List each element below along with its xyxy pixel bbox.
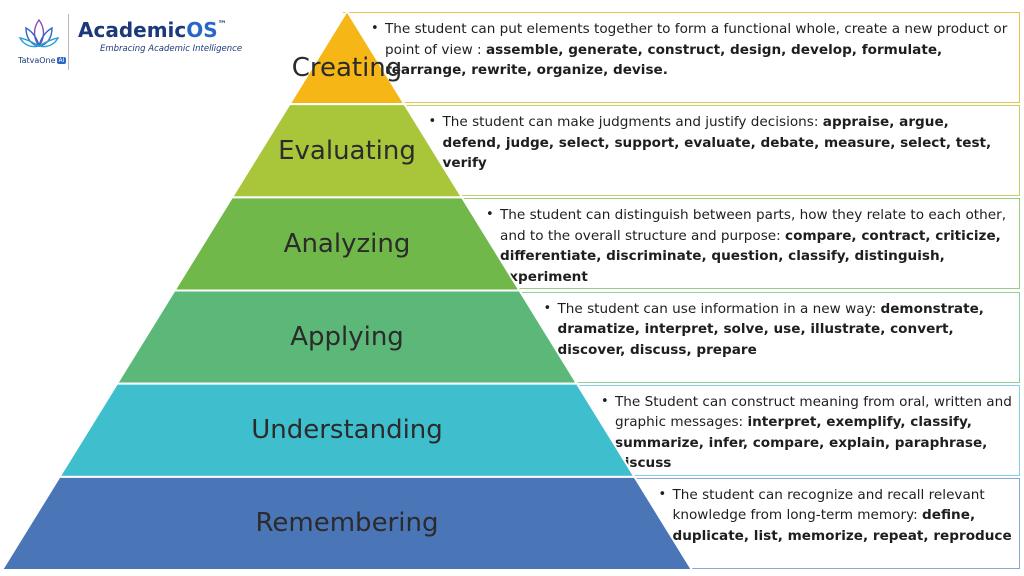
lotus-icon	[18, 18, 60, 48]
level-action-verbs: assemble, generate, construct, design, d…	[385, 41, 943, 79]
level-description: The Student can construct meaning from o…	[615, 392, 1012, 474]
bullet-point: •	[543, 300, 552, 316]
level-description-box	[343, 12, 1020, 104]
level-description-intro: The Student can construct meaning from o…	[615, 393, 1012, 431]
pyramid-level-band	[0, 475, 694, 571]
level-label: Analyzing	[283, 228, 411, 259]
level-description-box	[515, 291, 1020, 383]
logo-divider	[68, 14, 69, 70]
level-description: The student can make judgments and justi…	[443, 112, 1013, 174]
level-description-intro: The student can use information in a new…	[557, 300, 881, 317]
ai-badge: AI	[56, 57, 67, 64]
bullet-point: •	[601, 393, 609, 409]
level-description-intro: The student can put elements together to…	[385, 21, 1008, 58]
brand-tagline: Embracing Academic Intelligence	[100, 44, 243, 54]
level-label: Evaluating	[278, 135, 416, 166]
level-description: The student can use information in a new…	[558, 299, 1013, 361]
level-description-intro: The student can make judgments and justi…	[442, 114, 823, 131]
level-description: The student can put elements together to…	[385, 19, 1012, 81]
level-description: The student can recognize and recall rel…	[673, 485, 1013, 547]
level-description-box	[573, 384, 1020, 476]
level-description-box	[458, 198, 1020, 290]
level-action-verbs: define, duplicate, list, memorize, repea…	[672, 507, 1012, 544]
level-label: Applying	[290, 322, 404, 353]
bullet-point: •	[371, 21, 379, 36]
bullet-point: •	[486, 207, 494, 223]
brand-name: AcademicOS™	[78, 18, 227, 42]
level-description-box	[630, 477, 1020, 569]
level-action-verbs: appraise, argue, defend, judge, select, …	[442, 114, 992, 172]
level-action-verbs: compare, contract, criticize, differenti…	[500, 227, 1001, 285]
level-label: Remembering	[255, 508, 439, 539]
level-description-intro: The student can recognize and recall rel…	[672, 486, 985, 524]
level-description-intro: The student can distinguish between part…	[500, 207, 1007, 244]
level-label: Understanding	[251, 415, 443, 446]
bullet-point: •	[658, 486, 667, 502]
level-action-verbs: demonstrate, dramatize, interpret, solve…	[557, 300, 984, 358]
level-action-verbs: interpret, exemplify, classify, summariz…	[615, 414, 988, 472]
level-description: The student can distinguish between part…	[500, 205, 1012, 287]
level-label: Creating	[291, 52, 403, 83]
bullet-point: •	[428, 114, 437, 130]
level-description-box	[400, 105, 1020, 197]
